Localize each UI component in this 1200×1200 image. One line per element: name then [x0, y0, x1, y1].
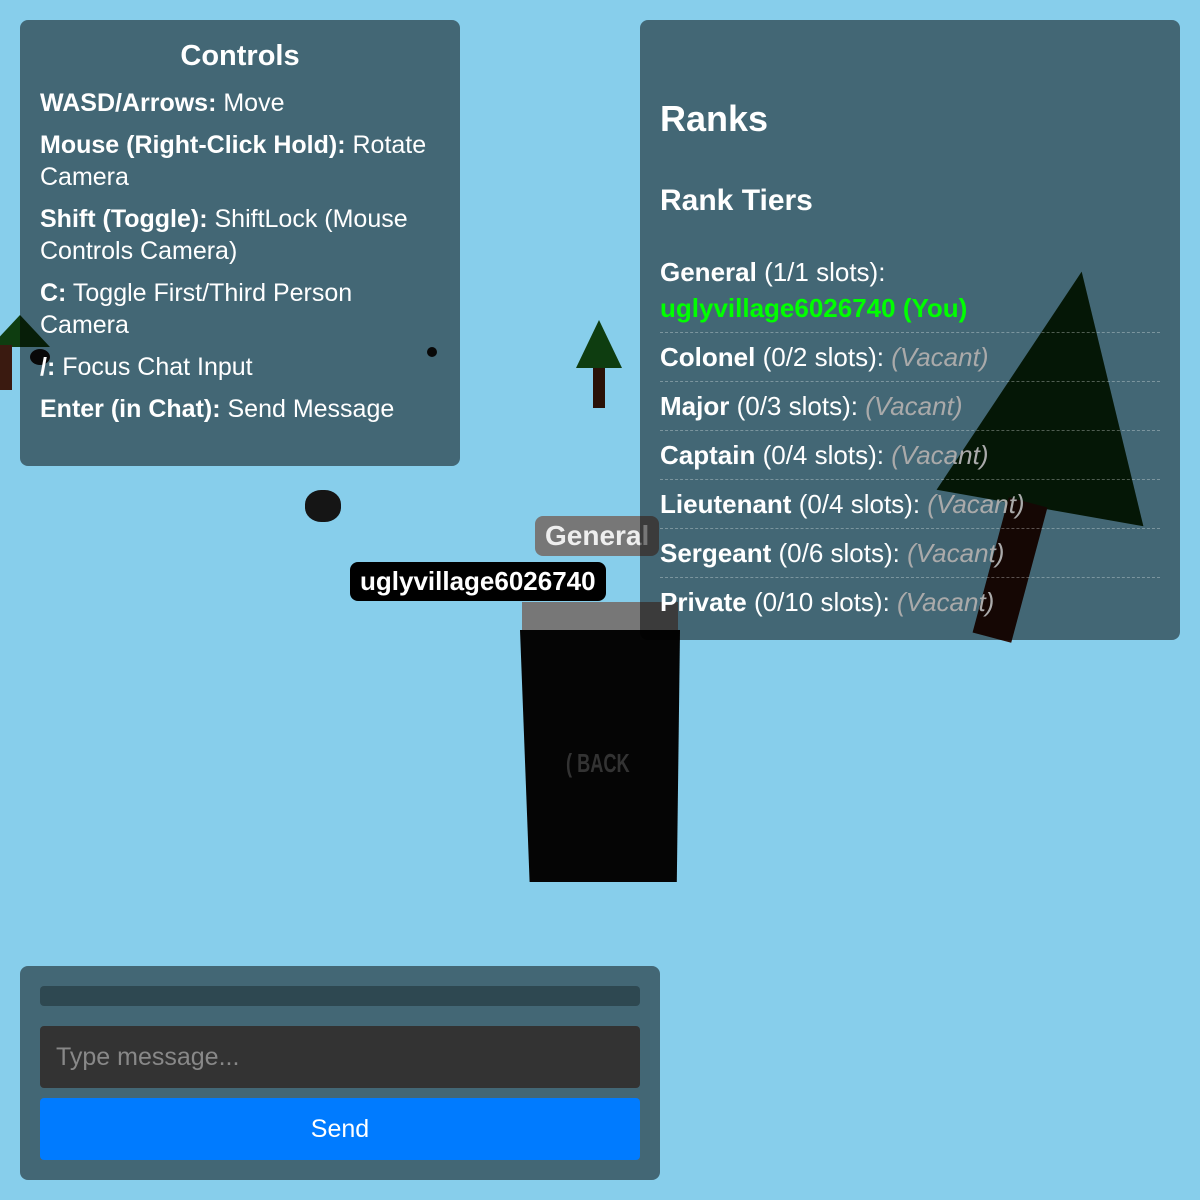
rank-name: Major — [660, 391, 730, 421]
chat-panel: Send — [20, 966, 660, 1180]
rock — [305, 490, 341, 522]
control-key: C: — [40, 279, 67, 307]
rank-holder: uglyvillage6026740 (You) — [660, 293, 968, 323]
tree — [576, 320, 622, 368]
rank-slots: (0/3 slots): — [736, 391, 858, 421]
ranks-title: Ranks — [660, 98, 769, 139]
control-item: Mouse (Right-Click Hold): Rotate Camera — [40, 129, 440, 193]
rank-name: Private — [660, 587, 747, 617]
rank-name: Colonel — [660, 342, 756, 372]
player-rank-tag: General — [535, 516, 660, 556]
rank-row-private: Private (0/10 slots): (Vacant) — [660, 578, 1160, 626]
control-desc: Move — [223, 89, 285, 117]
control-item: /: Focus Chat Input — [40, 351, 440, 383]
control-item: Enter (in Chat): Send Message — [40, 393, 440, 425]
control-desc: Toggle First/Third Person Camera — [40, 279, 353, 339]
control-item: C: Toggle First/Third Person Camera — [40, 277, 440, 341]
player-back-label: ( BACK — [566, 748, 630, 778]
ranks-panel: Ranks Rank Tiers General (1/1 slots): ugl… — [640, 20, 1180, 640]
player-body — [520, 630, 680, 882]
rank-holder: (Vacant) — [891, 342, 989, 372]
rank-holder: (Vacant) — [891, 440, 989, 470]
control-desc: Rotate Camera — [40, 131, 427, 191]
control-item: WASD/Arrows: Move — [40, 87, 440, 119]
rank-slots: (0/10 slots): — [753, 587, 890, 617]
rank-row-lieutenant: Lieutenant (0/4 slots): (Vacant) — [660, 480, 1160, 529]
rank-slots: (0/2 slots): — [762, 342, 884, 372]
rank-row-general: General (1/1 slots): uglyvillage6026740 (… — [660, 248, 1160, 333]
rank-name: Sergeant — [660, 538, 772, 568]
player-name-tag: uglyvillage6026740 — [350, 562, 606, 601]
rank-name: Lieutenant — [660, 489, 792, 519]
chat-input[interactable] — [40, 1026, 640, 1088]
rank-holder: (Vacant) — [927, 489, 1025, 519]
rank-holder: (Vacant) — [907, 538, 1005, 568]
control-desc: ShiftLock (Mouse Controls Camera) — [40, 205, 408, 265]
controls-panel: Controls WASD/Arrows: Move Mouse (Right-… — [20, 20, 460, 466]
rank-tiers-heading: Rank Tiers — [660, 184, 813, 217]
rank-row-sergeant: Sergeant (0/6 slots): (Vacant) — [660, 529, 1160, 578]
rank-holder: (Vacant) — [865, 391, 963, 421]
control-key: /: — [40, 353, 56, 381]
rank-slots: (0/4 slots): — [798, 489, 921, 519]
control-key: Mouse (Right-Click Hold): — [40, 131, 346, 159]
tree-trunk — [593, 368, 605, 408]
rank-row-colonel: Colonel (0/2 slots): (Vacant) — [660, 333, 1160, 382]
send-button[interactable]: Send — [40, 1098, 640, 1160]
rank-slots: (1/1 slots): — [764, 257, 886, 287]
rank-row-major: Major (0/3 slots): (Vacant) — [660, 382, 1160, 431]
rank-slots: (0/4 slots): — [762, 440, 884, 470]
control-item: Shift (Toggle): ShiftLock (Mouse Control… — [40, 203, 440, 267]
controls-title: Controls — [180, 40, 300, 72]
control-desc: Focus Chat Input — [62, 353, 253, 381]
control-desc: Send Message — [227, 395, 395, 423]
control-key: Shift (Toggle): — [40, 205, 208, 233]
tree-trunk — [0, 345, 12, 390]
rank-holder: (Vacant) — [897, 587, 995, 617]
rank-name: General — [660, 257, 757, 287]
chat-messages[interactable] — [40, 986, 640, 1006]
rank-slots: (0/6 slots): — [778, 538, 900, 568]
rank-row-captain: Captain (0/4 slots): (Vacant) — [660, 431, 1160, 480]
control-key: WASD/Arrows: — [40, 89, 217, 117]
control-key: Enter (in Chat): — [40, 395, 221, 423]
rank-name: Captain — [660, 440, 756, 470]
